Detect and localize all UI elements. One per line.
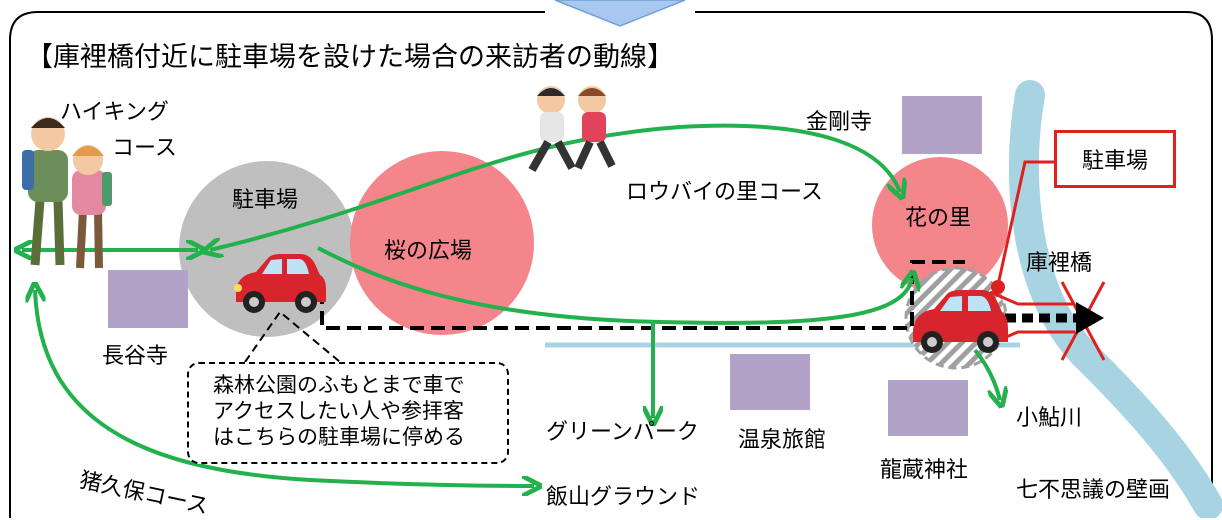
label-hana-no-sato: 花の里 [905,206,972,231]
label-kurihashi: 庫裡橋 [1026,251,1093,276]
callout-line-2: アクセスしたい人や参拝客 [213,399,464,423]
callout-line-3: はこちらの駐車場に停める [213,425,465,449]
label-kongoji: 金剛寺 [806,110,873,135]
kongoji-building [902,96,982,154]
label-sakura-plaza: 桜の広場 [384,239,473,264]
label-hiking-course-1: ハイキング [60,100,169,125]
callout-line-1: 森林公園のふもとまで車で [213,373,465,397]
route-roubai [210,123,900,250]
onsen-ryokan-building [730,354,810,410]
label-koayu-river: 小鮎川 [1016,406,1083,431]
page-title: 【庫裡橋付近に駐車場を設けた場合の来訪者の動線】 [26,42,674,73]
top-arrow [554,0,686,27]
parking-callout-box: 駐車場 [1054,130,1176,188]
label-parking-box: 駐車場 [1081,149,1148,174]
frame-border [9,11,1213,518]
joggers-illustration [528,86,616,172]
hasedera-building [108,270,188,328]
car-parking-area [234,254,326,313]
parking-pointer-dot [991,280,1005,294]
label-iiyama-ground: 飯山グラウンド [546,485,701,510]
route-inokubo [35,290,534,486]
parking-note-callout: 森林公園のふもとまで車で アクセスしたい人や参拝客 はこちらの駐車場に停める [187,362,509,464]
label-hiking-course-2: コース [112,136,177,161]
label-roubai-course: ロウバイの里コース [626,180,823,205]
route-koayu [973,348,1000,400]
label-onsen-ryokan: 温泉旅館 [738,428,827,453]
label-ryuzo-jinja: 龍蔵神社 [880,458,969,483]
ryuzo-jinja-building [888,380,968,436]
car-kurihashi [913,290,1008,353]
parking-pointer [996,160,1054,286]
label-nanafushigi: 七不思議の壁画 [1016,478,1171,503]
label-hasedera: 長谷寺 [102,344,169,369]
route-sakura-kurihashi [317,246,912,325]
car-route-arrowhead [1076,302,1104,334]
label-parking-area: 駐車場 [232,188,299,213]
label-green-park: グリーンパーク [546,420,699,445]
hikers-illustration [22,117,112,269]
